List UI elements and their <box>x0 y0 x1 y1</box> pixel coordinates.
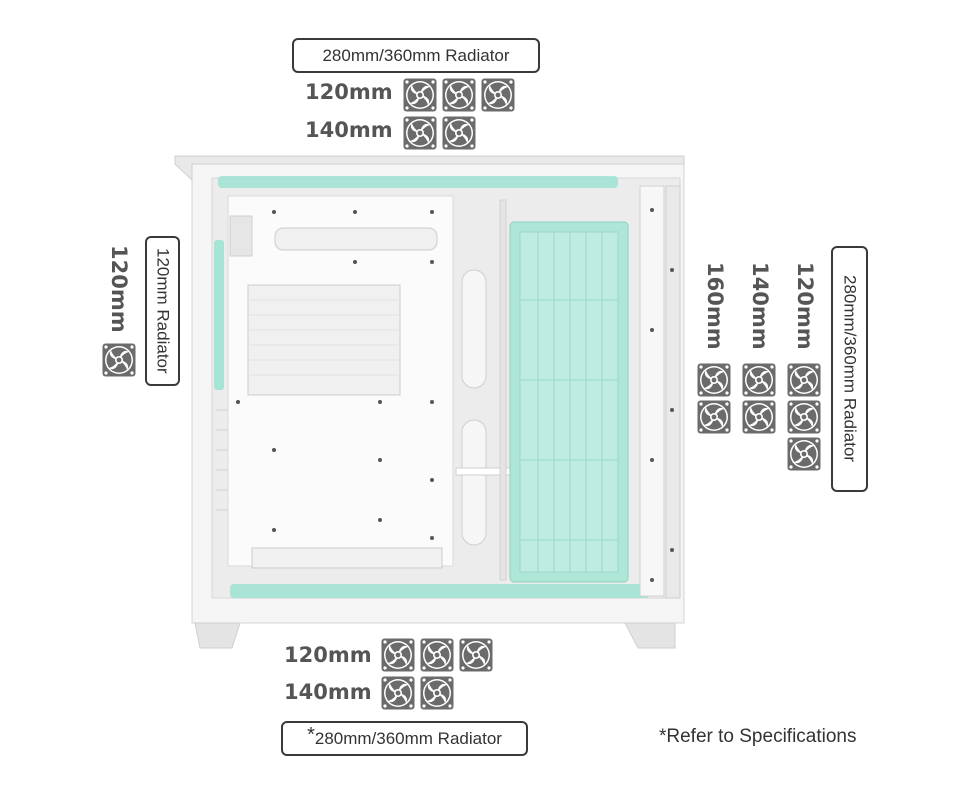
fan-icon <box>742 363 776 397</box>
bottom-120mm-label: 120mm <box>284 643 372 667</box>
fan-icon <box>787 437 821 471</box>
fan-icon <box>442 78 476 112</box>
side-140mm-label: 140mm <box>748 262 772 350</box>
side-radiator-label: 280mm/360mm Radiator <box>831 246 868 492</box>
fan-icon <box>420 638 454 672</box>
fan-icon <box>420 676 454 710</box>
fan-icon <box>381 676 415 710</box>
fan-icon <box>742 400 776 434</box>
bottom-140mm-label: 140mm <box>284 680 372 704</box>
side-160mm-label: 160mm <box>703 262 727 350</box>
fan-icon <box>403 116 437 150</box>
fan-icon <box>787 400 821 434</box>
fan-icon <box>481 78 515 112</box>
footnote: *Refer to Specifications <box>659 726 857 747</box>
top-radiator-label: 280mm/360mm Radiator <box>292 38 540 73</box>
bottom-radiator-label: *280mm/360mm Radiator <box>281 721 528 756</box>
fan-icon <box>403 78 437 112</box>
fan-icon <box>697 400 731 434</box>
pc-case-illustration <box>174 155 685 649</box>
top-140mm-label: 140mm <box>305 118 393 142</box>
fan-icon <box>102 343 136 377</box>
fan-icon <box>787 363 821 397</box>
side-120mm-label: 120mm <box>793 262 817 350</box>
rear-120mm-label: 120mm <box>107 245 131 333</box>
fan-icon <box>381 638 415 672</box>
bottom-radiator-text: 280mm/360mm Radiator <box>314 728 502 748</box>
rear-radiator-label: 120mm Radiator <box>145 236 180 386</box>
bottom-radiator-asterisk: * <box>307 724 315 746</box>
top-120mm-label: 120mm <box>305 80 393 104</box>
fan-icon <box>697 363 731 397</box>
fan-icon <box>442 116 476 150</box>
fan-icon <box>459 638 493 672</box>
